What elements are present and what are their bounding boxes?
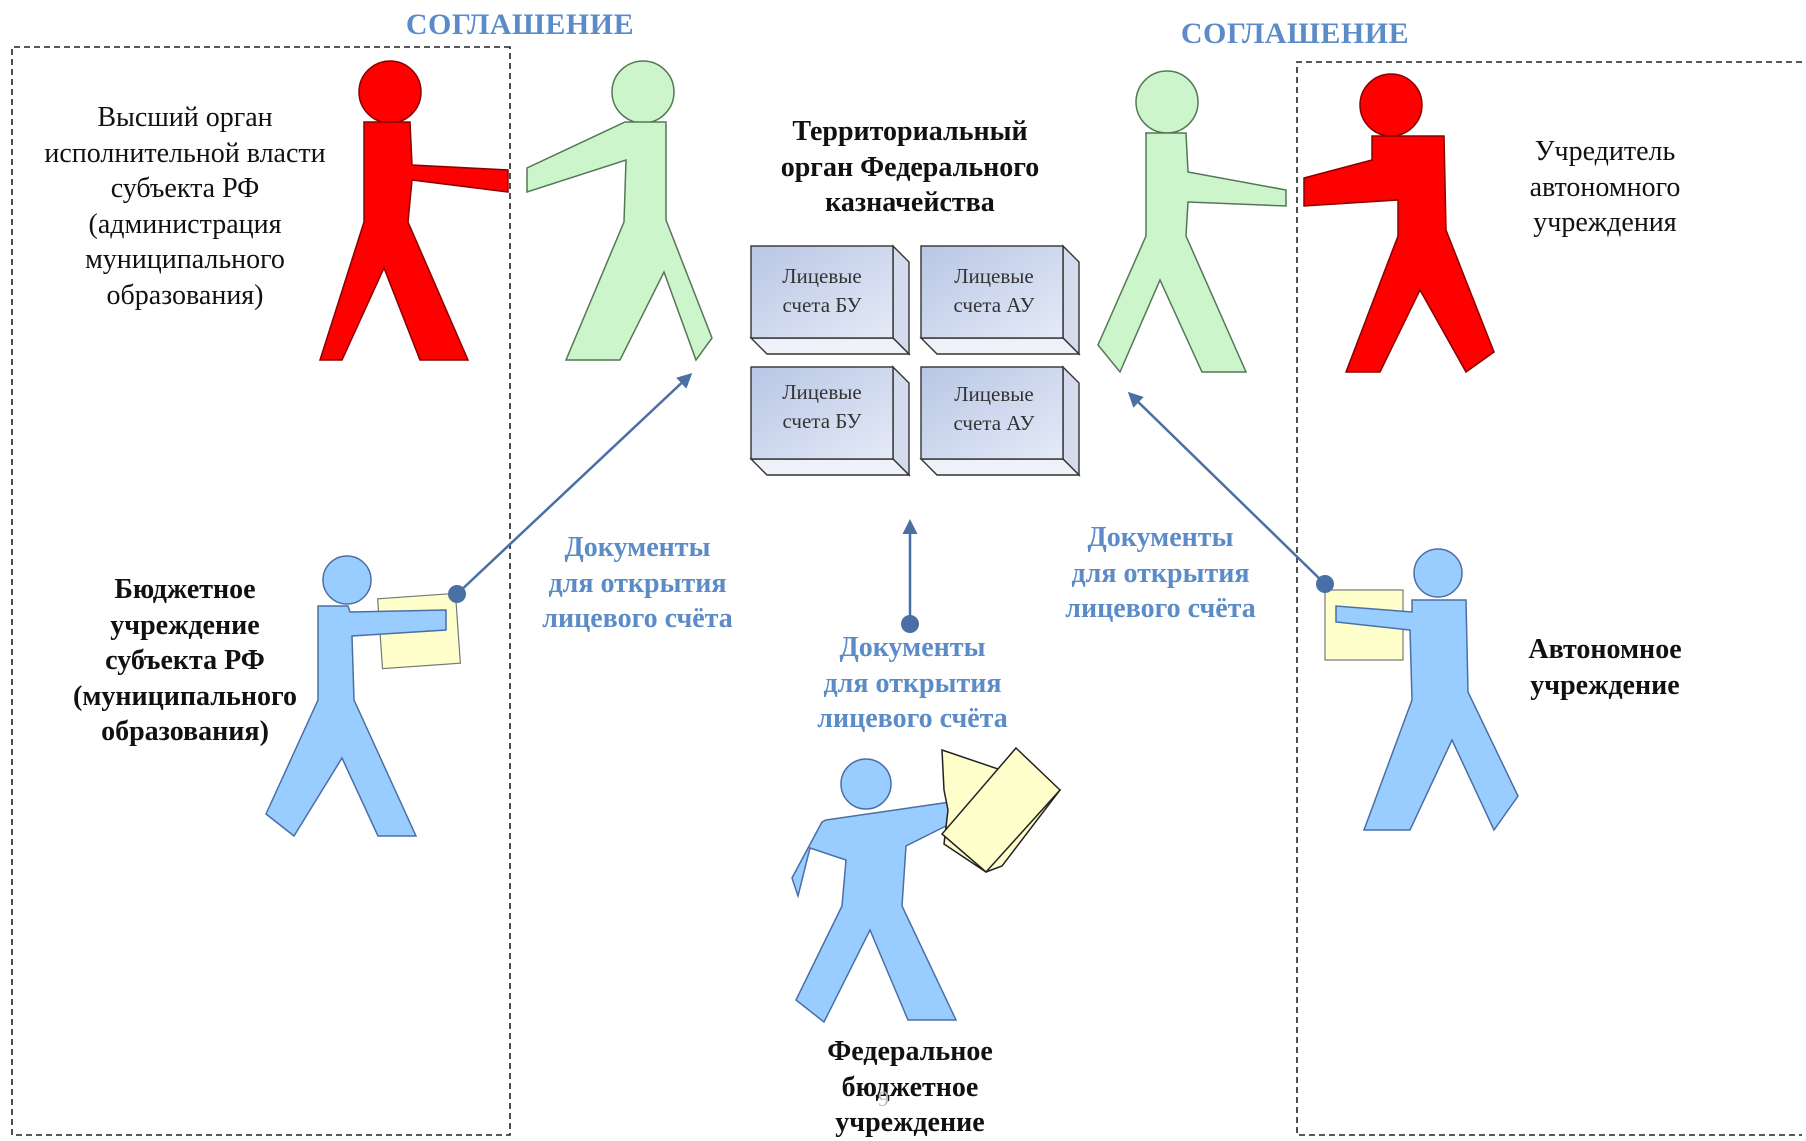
- autonomous-institution-label: Автономное учреждение: [1500, 632, 1710, 703]
- account-box-1: [749, 244, 911, 356]
- label-line: Федеральное: [827, 1036, 993, 1067]
- account-label-2: Лицевые счета АУ: [924, 262, 1064, 321]
- treasury-title-line: Территориальный: [792, 116, 1028, 147]
- founder-label: Учредитель автономного учреждения: [1480, 134, 1730, 241]
- account-text: счета БУ: [782, 293, 862, 318]
- label-line: лицевого счёта: [1065, 593, 1256, 625]
- high-authority-label: Высший орган исполнительной власти субъе…: [20, 100, 350, 313]
- account-text: Лицевые: [954, 264, 1034, 288]
- page-number: 9: [878, 1086, 889, 1111]
- label-line: учреждение: [110, 609, 260, 641]
- label-line: образования): [101, 716, 269, 748]
- account-label-1: Лицевые счета БУ: [752, 262, 892, 321]
- federal-institution-label: Федеральное бюджетное учреждение: [760, 1034, 1060, 1141]
- documents-label-center: Документы для открытия лицевого счёта: [780, 630, 1045, 737]
- account-text: счета БУ: [782, 409, 862, 434]
- label-line: субъекта РФ: [105, 645, 265, 677]
- account-box-4: [919, 365, 1081, 477]
- label-line: Документы: [564, 532, 711, 563]
- account-label-4: Лицевые счета АУ: [924, 380, 1064, 439]
- label-line: Автономное: [1528, 634, 1682, 665]
- label-line: исполнительной власти: [44, 137, 326, 169]
- arrow-left: [456, 372, 693, 595]
- blue-figure-center: [791, 746, 1062, 1024]
- green-figure-left: [526, 60, 713, 362]
- arrow-right: [1127, 391, 1326, 585]
- account-label-3: Лицевые счета БУ: [752, 378, 892, 437]
- label-line: для открытия: [1071, 557, 1250, 589]
- red-figure-left: [318, 60, 509, 361]
- blue-figure-right: [1324, 548, 1519, 832]
- label-line: образования): [106, 279, 264, 311]
- account-text: счета АУ: [953, 293, 1035, 318]
- green-figure-right: [1097, 70, 1287, 374]
- agreement-label-left: СОГЛАШЕНИЕ: [405, 8, 635, 41]
- label-line: учреждения: [1533, 207, 1677, 239]
- account-text: Лицевые: [782, 264, 862, 288]
- account-boxes: [749, 244, 1081, 477]
- budget-institution-label: Бюджетное учреждение субъекта РФ (муници…: [40, 572, 330, 750]
- label-line: Документы: [1087, 522, 1234, 553]
- account-text: счета АУ: [953, 411, 1035, 436]
- label-line: лицевого счёта: [817, 703, 1008, 735]
- label-line: автономного: [1529, 171, 1681, 203]
- right-agreement-frame: [1296, 61, 1802, 1136]
- label-line: для открытия: [823, 667, 1002, 699]
- agreement-label-right: СОГЛАШЕНИЕ: [1180, 17, 1410, 50]
- treasury-title-line: казначейства: [825, 187, 995, 219]
- label-line: учреждение: [1530, 669, 1680, 701]
- label-line: учреждение: [835, 1107, 985, 1139]
- document-sheet: [940, 746, 1062, 874]
- treasury-title: Территориальный орган Федерального казна…: [740, 114, 1080, 221]
- account-text: Лицевые: [782, 380, 862, 404]
- account-text: Лицевые: [954, 382, 1034, 406]
- label-line: (муниципального: [73, 680, 297, 712]
- red-figure-right: [1303, 73, 1495, 374]
- label-line: муниципального: [85, 244, 285, 276]
- account-box-3: [749, 365, 911, 477]
- label-line: для открытия: [548, 567, 727, 599]
- label-line: лицевого счёта: [542, 603, 733, 635]
- label-line: Бюджетное: [114, 574, 256, 605]
- label-line: (администрация: [88, 208, 282, 240]
- documents-label-left: Документы для открытия лицевого счёта: [505, 530, 770, 637]
- label-line: субъекта РФ: [110, 173, 260, 205]
- label-line: Документы: [839, 632, 986, 663]
- label-line: бюджетное: [841, 1071, 979, 1103]
- left-agreement-frame: [11, 46, 511, 1136]
- label-line: Высший орган: [97, 102, 273, 133]
- arrows: [448, 372, 1334, 633]
- blue-figure-left: [265, 555, 461, 838]
- account-box-2: [919, 244, 1081, 356]
- label-line: Учредитель: [1534, 136, 1676, 167]
- documents-label-right: Документы для открытия лицевого счёта: [1028, 520, 1293, 627]
- treasury-title-line: орган Федерального: [780, 151, 1040, 183]
